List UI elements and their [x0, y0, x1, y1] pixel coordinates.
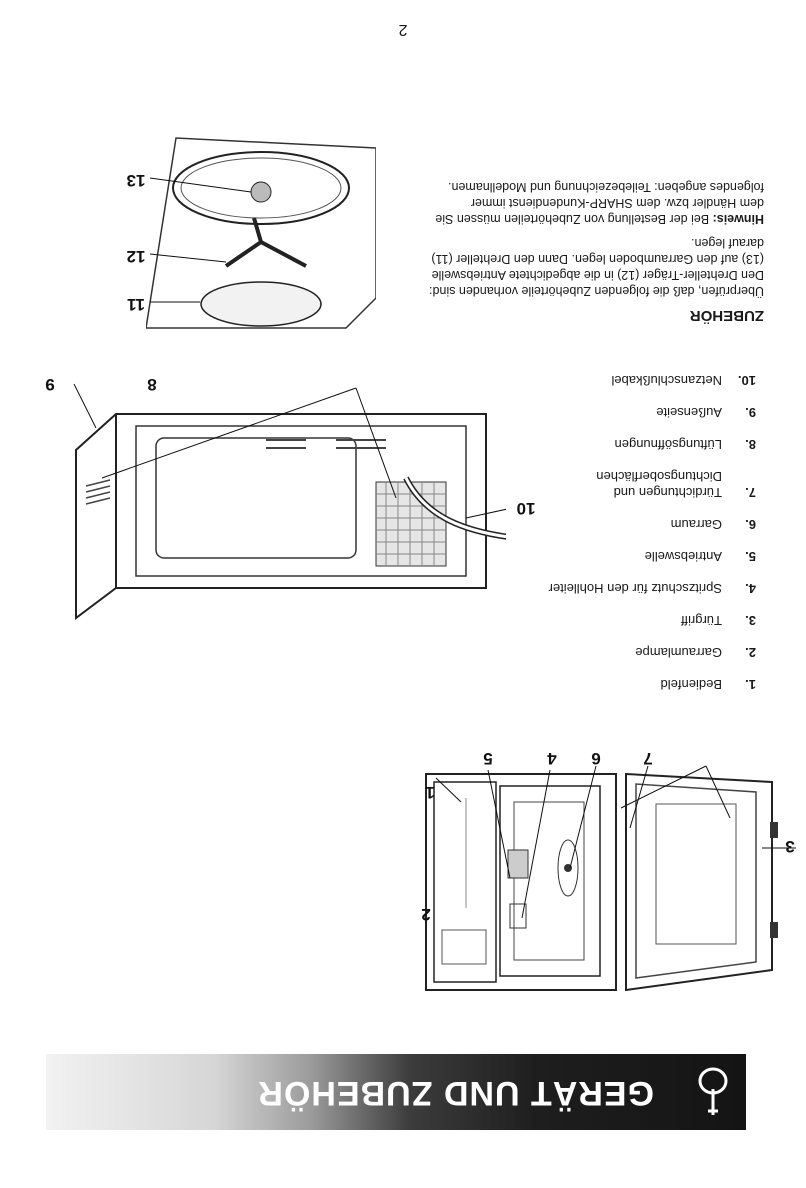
list-item: 3.Türgriff: [681, 613, 756, 628]
callout-6: 6: [591, 749, 601, 768]
figure-microwave-front: 1 2 3 4 5 6 7: [416, 728, 796, 1028]
callout-12: 12: [126, 247, 146, 266]
callout-2: 2: [421, 905, 431, 924]
list-item: 7.Türdichtungen und Dichtungsoberflächen: [596, 469, 756, 500]
list-item: 2.Garraumlampe: [635, 645, 756, 660]
callout-1: 1: [425, 783, 435, 802]
accessories-section: ZUBEHÖR Überprüfen, daß die folgenden Zu…: [418, 179, 764, 324]
figure-accessories: 11 12 13: [127, 128, 377, 338]
page-number: 2: [398, 21, 408, 38]
page-title: GERÄT UND ZUBEHÖR: [257, 1074, 654, 1112]
callout-13: 13: [126, 171, 146, 190]
section-header: GERÄT UND ZUBEHÖR: [46, 1054, 746, 1130]
callout-4: 4: [547, 749, 557, 768]
list-item: 10.Netzanschlußkabel: [611, 373, 756, 388]
figure-microwave-back: 8 9 10: [45, 358, 535, 628]
callout-3: 3: [785, 837, 795, 856]
microwave-info-icon: [688, 1064, 738, 1120]
list-item: 4.Spritzschutz für den Hohlleiter: [548, 581, 756, 596]
callout-8: 8: [147, 375, 157, 394]
list-item: 8.Lüftungsöffnungen: [614, 437, 756, 452]
callout-5: 5: [483, 749, 493, 768]
accessories-heading: ZUBEHÖR: [689, 307, 764, 324]
list-item: 1.Bedienfeld: [660, 677, 756, 692]
accessories-text: Überprüfen, daß die folgenden Zubehörtei…: [429, 236, 764, 298]
callout-11: 11: [127, 295, 145, 314]
accessories-note: Hinweis: Bei der Bestellung von Zubehört…: [435, 180, 764, 226]
callout-7: 7: [643, 749, 653, 768]
list-item: 5.Antriebswelle: [644, 549, 756, 564]
callout-9: 9: [45, 375, 55, 394]
list-item: 9.Außenseite: [656, 405, 756, 420]
parts-legend: 1.Bedienfeld 2.Garraumlampe 3.Türgriff 4…: [496, 356, 756, 692]
list-item: 6.Garraum: [670, 517, 756, 532]
